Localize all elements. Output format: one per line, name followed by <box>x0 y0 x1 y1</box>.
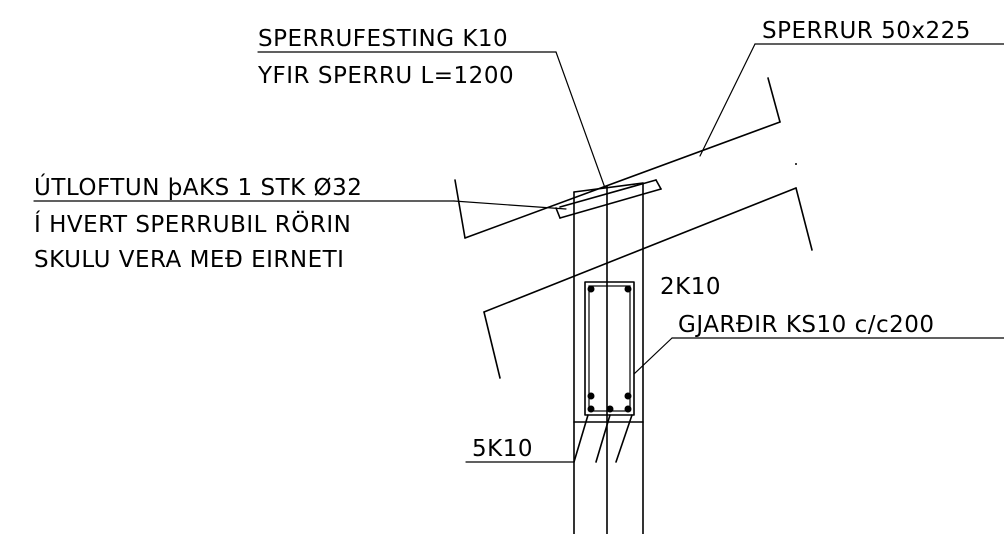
leader-gjardir <box>633 337 673 375</box>
rafter-left-break <box>483 311 501 379</box>
rebar-mid-right <box>624 392 632 400</box>
label-5k10: 5K10 <box>472 436 533 462</box>
rafter-left-cut <box>454 179 466 239</box>
bond-beam <box>573 281 635 463</box>
label-2k10: 2K10 <box>660 274 721 300</box>
rebar-bottom-right <box>624 405 632 413</box>
label-sperrur: SPERRUR 50x225 <box>762 18 971 44</box>
vent-pipe-left-end <box>555 207 561 219</box>
label-skulu-vera: SKULU VERA MEÐ EIRNETI <box>34 247 344 273</box>
vent-pipe-right-end <box>655 179 662 190</box>
rebar-mid-left <box>587 392 595 400</box>
vent-pipe-upper <box>559 179 657 208</box>
label-utloftun: ÚTLOFTUN þAKS 1 STK Ø32 <box>34 173 362 201</box>
hanger-bar-1 <box>573 414 589 463</box>
wall-top-bevel <box>573 182 644 193</box>
rafter-right-break <box>795 187 813 251</box>
rebar-bottom-center <box>606 405 614 413</box>
leader-sperrufesting <box>555 51 606 189</box>
rebar-top-left <box>587 285 595 293</box>
rafter-top-edge <box>464 121 781 239</box>
vent-pipe <box>555 179 662 219</box>
leader-sperrur <box>699 43 756 157</box>
rafter <box>454 77 813 379</box>
leaders <box>33 43 1004 463</box>
hanger-bar-2 <box>595 414 611 463</box>
label-sperrufesting: SPERRUFESTING K10 <box>258 26 508 52</box>
hanger-bar-3 <box>615 414 633 463</box>
rebar-top-right <box>624 285 632 293</box>
label-yfir-sperru: YFIR SPERRU L=1200 <box>257 63 514 89</box>
label-hvert-sperrubil: Í HVERT SPERRUBIL RÖRIN <box>34 210 351 238</box>
stray-dot <box>795 163 797 165</box>
label-gjardir: GJARÐIR KS10 c/c200 <box>678 312 935 338</box>
vent-pipe-lower <box>559 188 662 219</box>
stirrup-inner <box>588 285 631 412</box>
rafter-right-cut <box>767 77 781 123</box>
rafter-bottom-edge <box>483 187 797 313</box>
leader-utloftun <box>453 200 567 210</box>
rebar-bottom-left <box>587 405 595 413</box>
